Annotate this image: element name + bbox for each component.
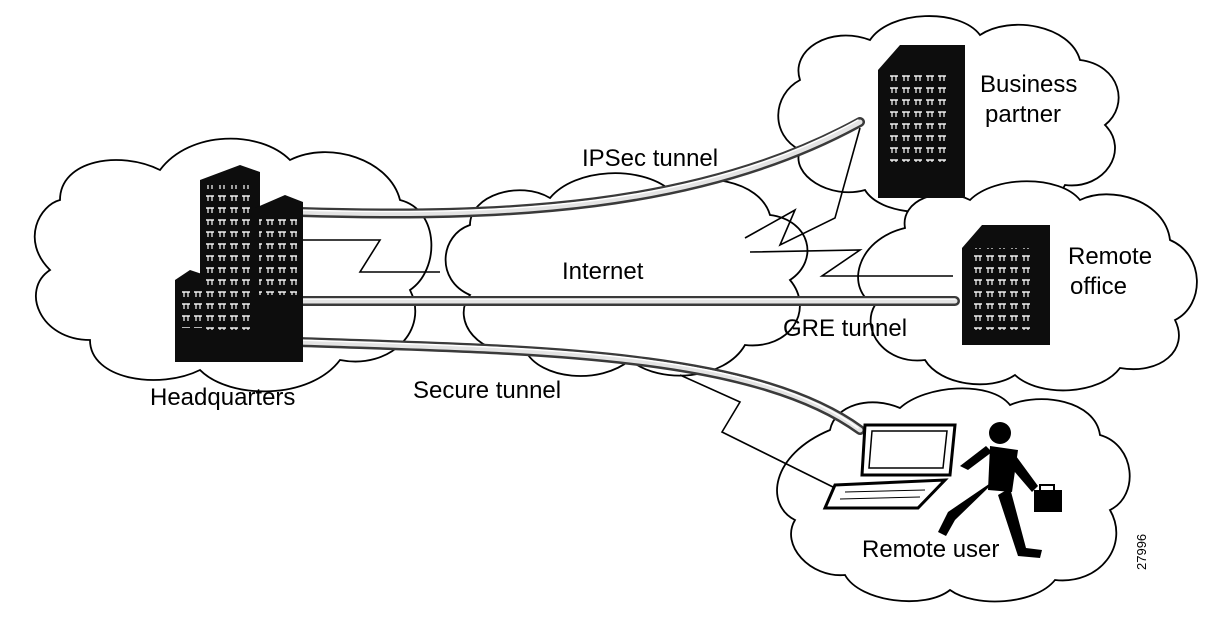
label-remote-office-line1: Remote (1068, 243, 1152, 270)
label-gre-tunnel: GRE tunnel (783, 315, 907, 342)
label-ipsec-tunnel: IPSec tunnel (582, 145, 718, 172)
headquarters-building-icon (175, 165, 303, 362)
figure-code: 27996 (1134, 534, 1149, 570)
serial-links (300, 127, 953, 489)
gre-tunnel-tube (295, 296, 960, 306)
label-business-partner-line2: partner (985, 101, 1061, 128)
ipsec-tunnel-tube (295, 117, 865, 219)
label-business-partner-line1: Business (980, 71, 1077, 98)
remote-office-building-icon (962, 225, 1050, 345)
internet-cloud (444, 172, 809, 377)
label-secure-tunnel: Secure tunnel (413, 377, 561, 404)
label-remote-office-line2: office (1070, 273, 1127, 300)
laptop-icon (822, 423, 957, 510)
secure-tunnel-tube (295, 337, 865, 435)
label-headquarters: Headquarters (150, 384, 295, 411)
business-partner-building-icon (878, 45, 965, 198)
running-person-icon (938, 422, 1062, 558)
label-internet: Internet (562, 258, 644, 285)
label-remote-user: Remote user (862, 536, 999, 563)
